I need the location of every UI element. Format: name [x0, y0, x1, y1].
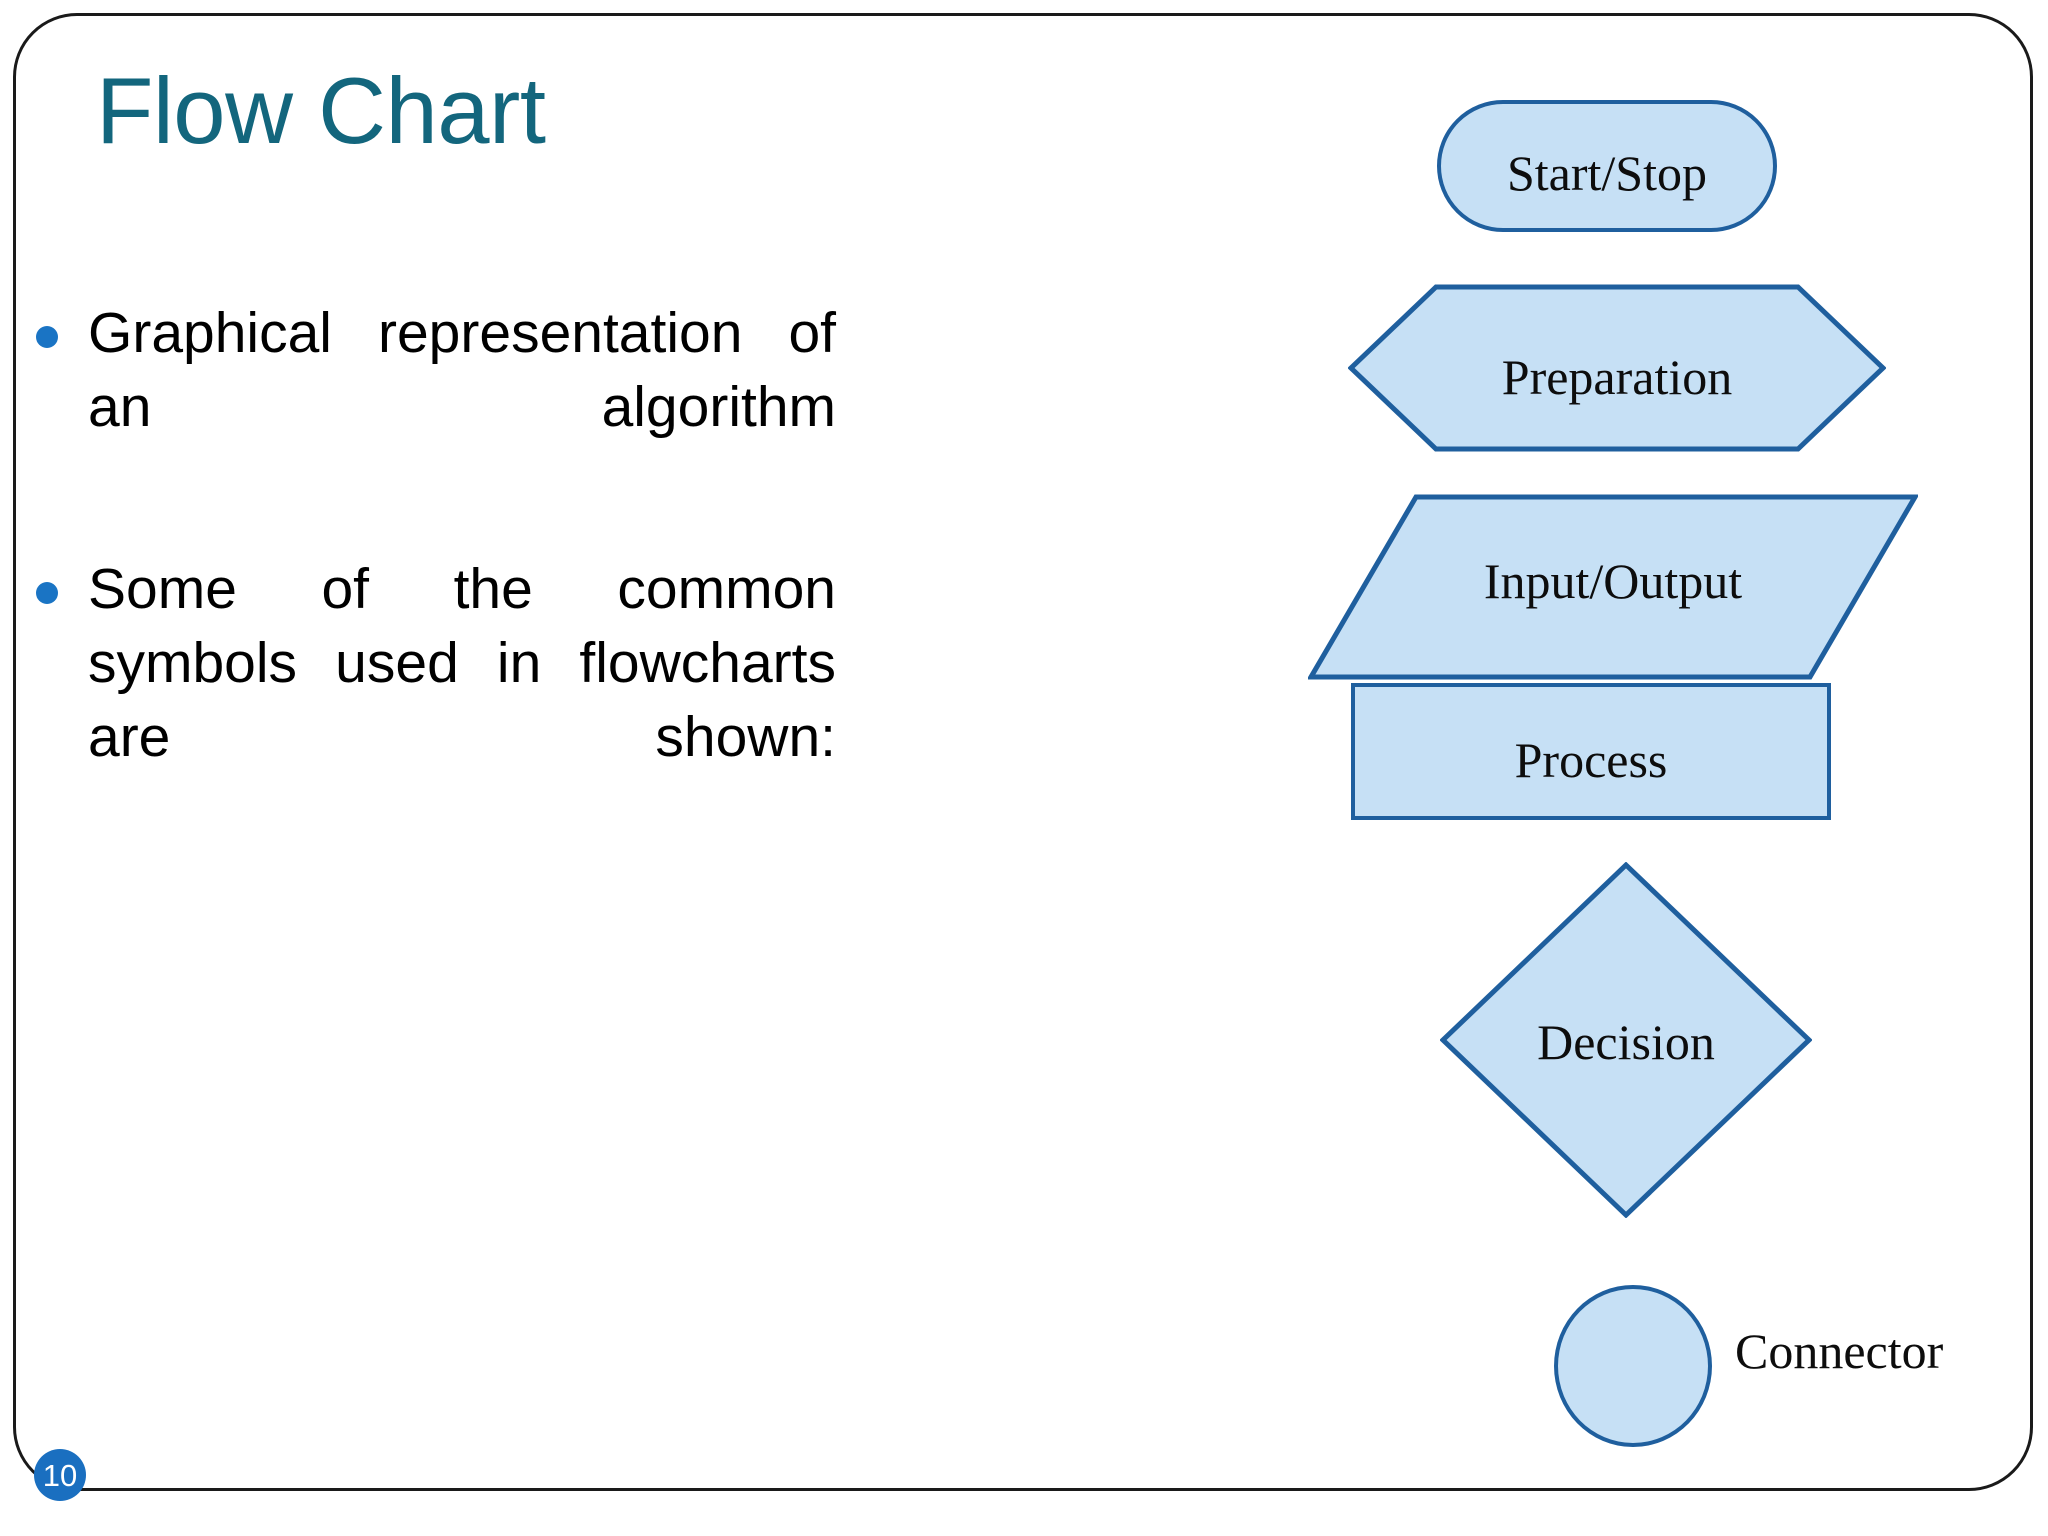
flowchart-shape-start-stop — [1437, 100, 1777, 232]
list-item: Graphical representation of an algorithm — [36, 296, 836, 518]
flowchart-shape-preparation — [1348, 284, 1886, 452]
bullet-dot-icon — [36, 582, 58, 605]
bullet-dot-icon — [36, 326, 58, 348]
flowchart-label-start-stop: Start/Stop — [1506, 145, 1708, 201]
flowchart-label-decision: Decision — [1537, 1014, 1715, 1070]
flowchart-shape-input-output — [1308, 494, 1918, 680]
bullet-text: Some of the common symbols used in flowc… — [88, 557, 836, 770]
flowchart-shape-connector — [1554, 1285, 1712, 1447]
flowchart-shape-decision — [1440, 862, 1812, 1218]
flowchart-label-preparation: Preparation — [1501, 349, 1733, 405]
list-item: Some of the common symbols used in flowc… — [36, 552, 836, 848]
page-title: Flow Chart — [96, 58, 546, 163]
page-number-badge: 10 — [34, 1449, 86, 1501]
flowchart-label-connector: Connector — [1735, 1323, 1944, 1379]
bullet-text: Graphical representation of an algorithm — [88, 301, 836, 440]
bullet-list: Graphical representation of an algorithm… — [36, 296, 836, 883]
flowchart-shape-process — [1351, 683, 1831, 820]
flowchart-label-process: Process — [1514, 732, 1668, 788]
flowchart-label-input-output: Input/Output — [1483, 553, 1743, 609]
